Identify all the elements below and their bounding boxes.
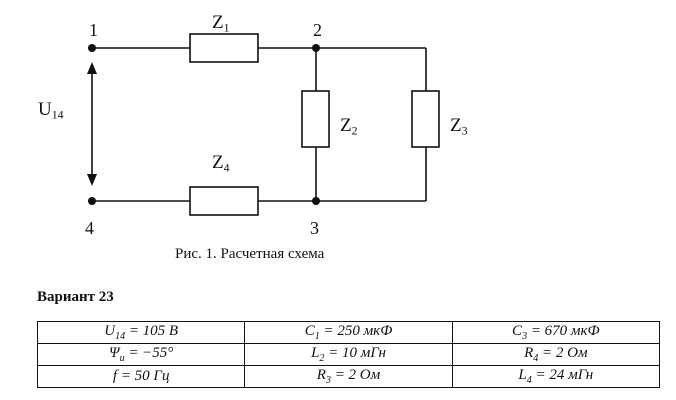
node-1-label: 1	[89, 20, 98, 40]
impedance-z3-block	[411, 90, 440, 148]
voltage-arrow	[87, 62, 97, 186]
param-cell: C3 = 670 мкФ	[451, 321, 661, 344]
node-4-label: 4	[85, 218, 94, 238]
impedance-z4-block	[189, 186, 259, 216]
param-cell: f = 50 Гц	[36, 365, 246, 388]
node-1-dot	[88, 44, 96, 52]
param-cell: R3 = 2 Ом	[244, 365, 453, 388]
table-row: f = 50 Гц R3 = 2 Ом L4 = 24 мГн	[36, 365, 661, 388]
impedance-z2-block	[301, 90, 330, 148]
impedance-z3-label: Z3	[450, 115, 468, 137]
source-voltage-label: U14	[38, 99, 64, 121]
param-cell: L2 = 10 мГн	[244, 343, 453, 366]
node-3-label: 3	[310, 218, 319, 238]
impedance-z1-label: Z1	[212, 12, 230, 34]
param-cell: C1 = 250 мкФ	[244, 321, 453, 344]
node-2-dot	[312, 44, 320, 52]
wires	[92, 47, 427, 202]
parameters-table: U14 = 105 B C1 = 250 мкФ C3 = 670 мкФ Ψu…	[36, 321, 661, 388]
table-row: Ψu = −55° L2 = 10 мГн R4 = 2 Ом	[36, 343, 661, 366]
figure-caption: Рис. 1. Расчетная схема	[175, 246, 325, 262]
table-row: U14 = 105 B C1 = 250 мкФ C3 = 670 мкФ	[36, 321, 661, 344]
param-cell: R4 = 2 Ом	[451, 343, 661, 366]
param-cell: Ψu = −55°	[36, 343, 246, 366]
impedance-z4-label: Z4	[212, 152, 230, 174]
node-4-dot	[88, 197, 96, 205]
param-cell: U14 = 105 B	[36, 321, 246, 344]
variant-title: Вариант 23	[37, 289, 114, 305]
circuit-diagram: 1 2 3 4 Z1 Z4 Z2 Z3 U14	[38, 12, 468, 238]
param-cell: L4 = 24 мГн	[451, 365, 661, 388]
node-2-label: 2	[313, 20, 322, 40]
impedance-z2-label: Z2	[340, 115, 358, 137]
node-3-dot	[312, 197, 320, 205]
impedance-z1-block	[189, 33, 259, 63]
